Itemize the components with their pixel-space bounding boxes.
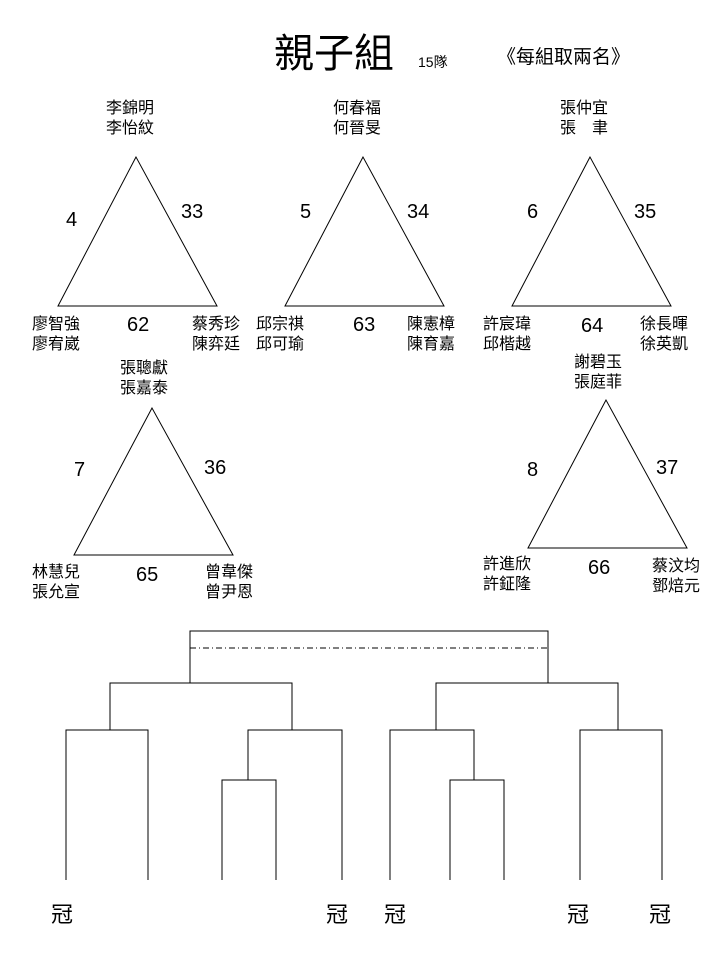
group-4-match-right: 36 xyxy=(204,457,227,479)
group-3-match-left: 6 xyxy=(527,201,539,223)
group-3-triangle xyxy=(511,155,672,307)
bracket-slot-label: 冠 xyxy=(51,903,74,928)
group-3-match-bottom: 64 xyxy=(581,315,604,337)
bracket-slot-label: 冠 xyxy=(384,903,407,928)
bracket-slot-label: 冠 xyxy=(649,903,672,928)
group-3-left-team: 許宸瑋 邱楷越 xyxy=(483,314,531,354)
group-1-triangle xyxy=(57,155,218,307)
player-name: 陳憲樟 xyxy=(407,314,456,333)
bracket-qf-2 xyxy=(247,729,343,880)
group-1-match-left: 4 xyxy=(66,209,78,231)
group-5-left-team: 許進欣 許鉦隆 xyxy=(483,554,531,594)
group-3-right-team: 徐長暉 徐英凱 xyxy=(640,314,688,354)
bracket-playin-right xyxy=(449,779,505,880)
player-name: 何晉旻 xyxy=(333,118,382,137)
group-1-match-bottom: 62 xyxy=(127,314,150,336)
group-4-triangle xyxy=(73,406,234,556)
group-2-match-right: 34 xyxy=(407,201,430,223)
player-name: 張仲宜 xyxy=(560,98,609,117)
player-name: 許鉦隆 xyxy=(483,574,532,593)
group-5-top-team: 謝碧玉 張庭菲 xyxy=(574,352,622,392)
group-5-match-right: 37 xyxy=(656,457,679,479)
group-5-match-left: 8 xyxy=(527,459,539,481)
player-name: 邱宗祺 xyxy=(256,314,305,333)
player-name: 蔡秀珍 xyxy=(192,314,241,333)
player-name: 李怡紋 xyxy=(106,118,155,137)
bracket-slot-label: 冠 xyxy=(567,903,590,928)
player-name: 曾尹恩 xyxy=(205,582,254,601)
bracket-qf-1 xyxy=(65,729,149,880)
group-3-match-right: 35 xyxy=(634,201,657,223)
player-name: 廖宥崴 xyxy=(32,334,81,353)
player-name: 邱楷越 xyxy=(483,334,532,353)
group-4-right-team: 曾韋傑 曾尹恩 xyxy=(205,562,253,602)
player-name: 張庭菲 xyxy=(574,372,623,391)
group-2-triangle xyxy=(284,155,445,307)
player-name: 陳弈廷 xyxy=(192,334,241,353)
group-1-left-team: 廖智強 廖宥崴 xyxy=(32,314,80,354)
player-name: 邱可瑜 xyxy=(256,334,305,353)
group-3-top-team: 張仲宜 張 聿 xyxy=(560,98,608,138)
group-4-match-bottom: 65 xyxy=(136,564,159,586)
player-name: 許宸瑋 xyxy=(483,314,532,333)
group-2-right-team: 陳憲樟 陳育嘉 xyxy=(407,314,455,354)
selection-rule: 《每組取兩名》 xyxy=(497,46,631,68)
group-4-match-left: 7 xyxy=(74,459,86,481)
bracket-semi-left xyxy=(109,682,293,730)
group-4-top-team: 張聰獻 張嘉泰 xyxy=(120,358,168,398)
team-count: 15隊 xyxy=(418,54,448,70)
player-name: 徐長暉 xyxy=(640,314,689,333)
player-name: 徐英凱 xyxy=(640,334,689,353)
group-1-match-right: 33 xyxy=(181,201,204,223)
bracket-playin-left xyxy=(221,779,277,880)
group-5-triangle xyxy=(527,398,688,549)
player-name: 曾韋傑 xyxy=(205,562,254,581)
group-5-match-bottom: 66 xyxy=(588,557,611,579)
group-1-right-team: 蔡秀珍 陳弈廷 xyxy=(192,314,240,354)
player-name: 蔡汶均 xyxy=(652,556,701,575)
bracket-slot-label: 冠 xyxy=(326,903,349,928)
bracket-semi-right xyxy=(435,682,619,730)
group-2-match-bottom: 63 xyxy=(353,314,376,336)
group-2-top-team: 何春福 何晉旻 xyxy=(333,98,381,138)
player-name: 林慧兒 xyxy=(32,562,81,581)
group-4-left-team: 林慧兒 張允宣 xyxy=(32,562,80,602)
player-name: 何春福 xyxy=(333,98,382,117)
page-title: 親子組 xyxy=(274,31,394,77)
player-name: 謝碧玉 xyxy=(574,352,623,371)
bracket-qf-4 xyxy=(579,729,663,880)
group-1-top-team: 李錦明 李怡紋 xyxy=(106,98,154,138)
player-name: 鄧焙元 xyxy=(652,576,701,595)
player-name: 陳育嘉 xyxy=(407,334,456,353)
player-name: 廖智強 xyxy=(32,314,81,333)
player-name: 許進欣 xyxy=(483,554,532,573)
bracket-final xyxy=(189,630,549,683)
player-name: 張 聿 xyxy=(560,118,609,137)
player-name: 李錦明 xyxy=(106,98,155,117)
player-name: 張聰獻 xyxy=(120,358,169,377)
bracket-qf-3 xyxy=(389,729,475,880)
player-name: 張允宣 xyxy=(32,582,81,601)
player-name: 張嘉泰 xyxy=(120,378,169,397)
group-2-match-left: 5 xyxy=(300,201,312,223)
group-5-right-team: 蔡汶均 鄧焙元 xyxy=(652,556,700,596)
group-2-left-team: 邱宗祺 邱可瑜 xyxy=(256,314,304,354)
